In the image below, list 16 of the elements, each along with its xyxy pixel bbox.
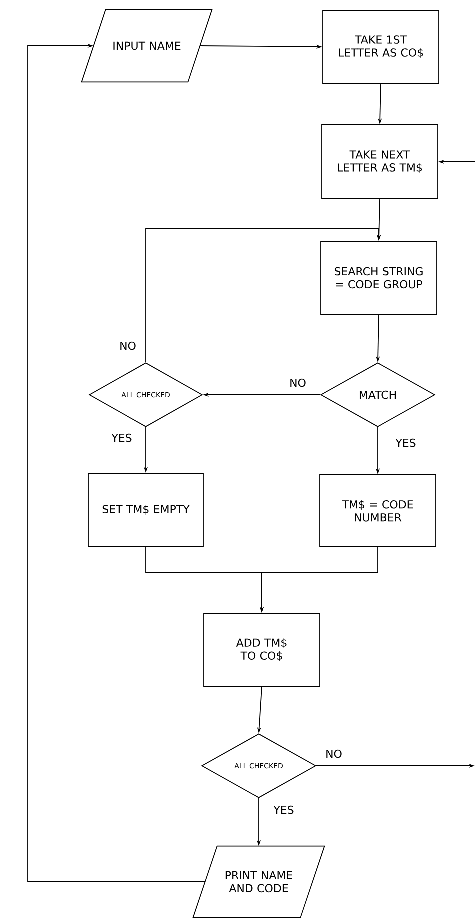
input-output-box: PRINT NAME AND CODE	[192, 846, 326, 918]
arrow	[146, 228, 382, 363]
process-box: TM$ = CODE NUMBER	[320, 474, 436, 548]
edge-label: YES	[110, 432, 134, 444]
edge-label: NO	[324, 748, 344, 760]
edge-label: YES	[272, 804, 296, 816]
edge-label: NO	[288, 378, 308, 388]
process-box: SET TM$ EMPTY	[88, 473, 204, 547]
edge-label: NO	[118, 340, 138, 352]
process-box: ADD TM$ TO CO$	[204, 613, 320, 687]
process-box: SEARCH STRING = CODE GROUP	[320, 241, 438, 315]
edge-label: YES	[394, 438, 418, 448]
arrow	[28, 44, 206, 882]
process-box: TAKE 1ST LETTER AS CO$	[322, 10, 440, 84]
input-output-box: INPUT NAME	[81, 9, 213, 83]
process-box: TAKE NEXT LETTER AS TM$	[322, 124, 438, 200]
